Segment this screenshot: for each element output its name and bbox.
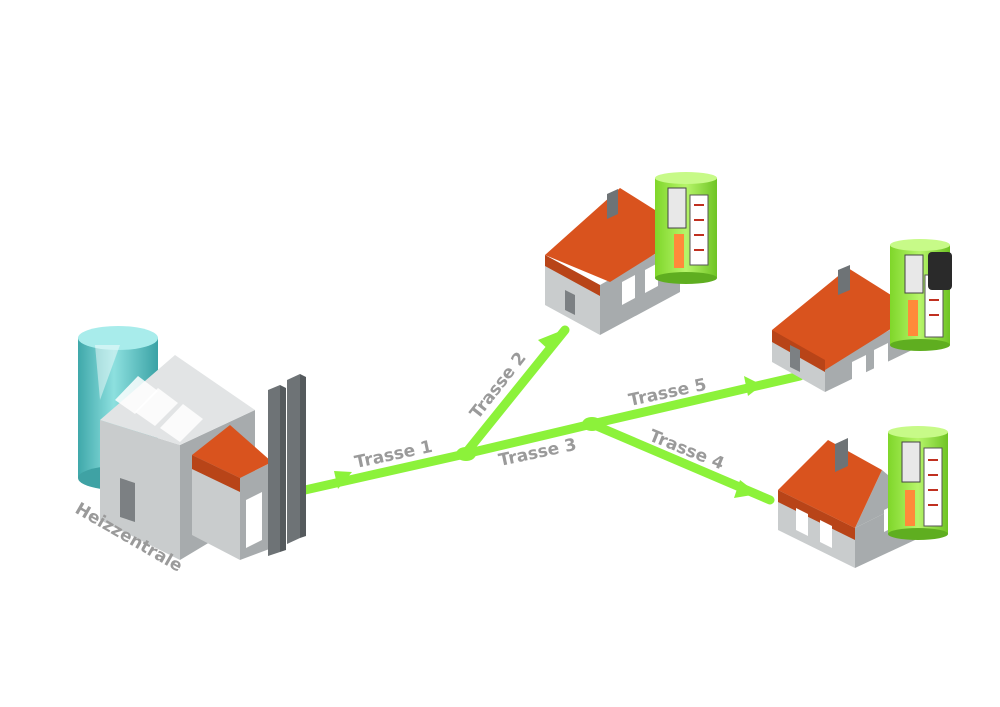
heat-storage-unit-2	[890, 239, 952, 351]
pipe-junctions	[456, 417, 602, 461]
house-1	[545, 188, 690, 335]
heating-plant	[78, 326, 306, 560]
chimneys	[268, 374, 306, 556]
trasse-5-pipe	[587, 371, 805, 429]
flow-arrows	[334, 332, 762, 498]
trasse-1-pipe	[300, 449, 470, 495]
arrow-trasse-1	[334, 471, 352, 489]
arrow-trasse-2	[538, 332, 558, 352]
plant-annex	[192, 425, 272, 560]
junction-2	[582, 417, 602, 431]
arrow-trasse-4	[734, 480, 758, 498]
heat-storage-unit-1	[655, 172, 717, 284]
junction-1	[456, 447, 476, 461]
heat-storage-unit-3	[888, 426, 948, 540]
trasse-3-pipe	[460, 419, 597, 459]
trasse-2-pipe	[460, 325, 570, 459]
pipe-network	[300, 325, 805, 505]
house-3	[778, 438, 915, 568]
arrow-trasse-5	[744, 376, 762, 396]
